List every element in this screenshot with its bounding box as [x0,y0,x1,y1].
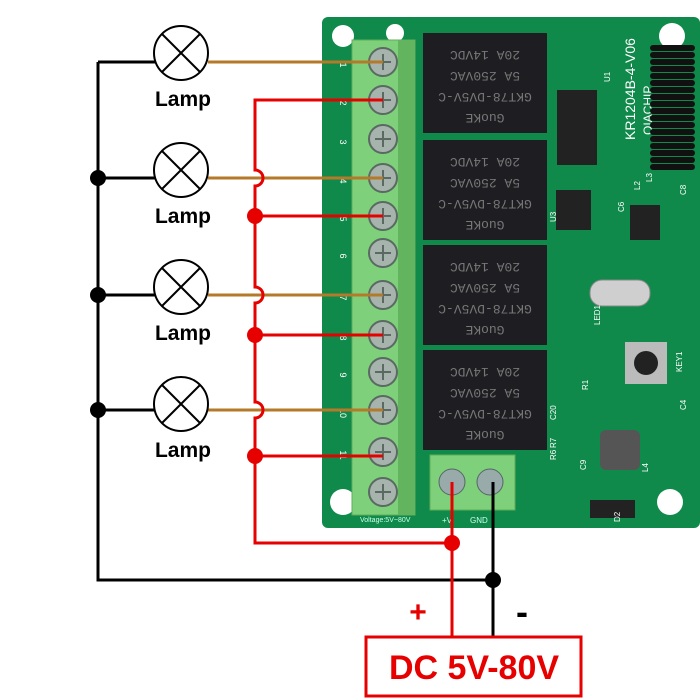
relay: 20A 14VDC 5A 250VAC GKT78-DV5V-C GuoKE [423,350,547,450]
component-label: L4 [641,463,650,472]
component-label: R7 [549,437,558,448]
component-label: C9 [579,459,588,470]
terminal-number: 6 [338,253,348,258]
relay-text: GuoKE [465,427,504,442]
component-label: R1 [581,379,590,390]
inductor [600,430,640,470]
relay-text: GKT78-DV5V-C [438,196,532,211]
relay-text: GuoKE [465,110,504,125]
terminal-number: 2 [338,100,348,105]
mount-hole [332,25,354,47]
mount-hole [659,23,685,49]
lamp-wiring [208,60,383,412]
power-supply-label: DC 5V-80V [389,649,559,687]
junction-dots [90,170,501,588]
component-label: LED1 [593,304,602,325]
ic-chip [630,205,660,240]
relay-text: 20A 14VDC [450,364,520,379]
component-label: C20 [549,405,558,420]
positive-sign: + [409,596,427,629]
mount-hole [386,24,404,42]
terminal-number: 3 [338,139,348,144]
terminal-screw-gnd[interactable] [476,468,504,496]
voltage-text: Voltage:5V~80V [360,517,411,524]
relay-text: 20A 14VDC [450,259,520,274]
lamp: Lamp [153,142,211,228]
terminal-label-gnd: GND [470,516,488,525]
power-supply-box [364,635,583,698]
board-model: KR1204B-4-V06 [622,38,638,140]
ic-chip [556,190,591,230]
crystal [589,279,651,307]
component-label: C4 [679,399,688,410]
lamp: Lamp [153,259,211,345]
diode [590,500,635,518]
relay-text: 5A 250VAC [450,175,520,190]
component-label: U3 [549,211,558,222]
relay-text: GuoKE [465,322,504,337]
antenna-coil [650,45,695,170]
mount-hole [657,489,683,515]
terminal-number: 10 [338,408,348,418]
lamp: Lamp [153,25,211,111]
relay-text: GuoKE [465,217,504,232]
relay-text: GKT78-DV5V-C [438,301,532,316]
terminal-number: 5 [338,216,348,221]
component-label: L2 [633,181,642,190]
component-label: C6 [617,201,626,212]
lamp-label: Lamp [155,322,211,345]
relay: 20A 14VDC 5A 250VAC GKT78-DV5V-C GuoKE [423,33,547,133]
component-label: KEY1 [675,351,684,372]
component-label: C8 [679,184,688,195]
component-label: L3 [645,173,654,182]
terminal-label-v: +V [442,516,453,525]
component-label: R6 [549,449,558,460]
lamp: Lamp [153,376,211,462]
relay: 20A 14VDC 5A 250VAC GKT78-DV5V-C GuoKE [423,140,547,240]
relay-text: GKT78-DV5V-C [438,406,532,421]
relay-text: 20A 14VDC [450,47,520,62]
relay-text: GKT78-DV5V-C [438,89,532,104]
terminal-number: 8 [338,335,348,340]
key1-button[interactable] [634,351,658,375]
lamp-label: Lamp [155,88,211,111]
terminal-number: 9 [338,372,348,377]
terminal-number: 4 [338,178,348,183]
negative-wiring [96,60,495,636]
positive-wiring [253,98,454,636]
relay-text: 5A 250VAC [450,385,520,400]
lamp-label: Lamp [155,439,211,462]
negative-sign: - [516,591,528,632]
relay-text: 5A 250VAC [450,68,520,83]
terminal-number: 1 [338,62,348,67]
relay-text: 20A 14VDC [450,154,520,169]
lamp-label: Lamp [155,205,211,228]
terminal-number: 12 [338,490,348,500]
mount-hole [330,489,356,515]
relay: 20A 14VDC 5A 250VAC GKT78-DV5V-C GuoKE [423,245,547,345]
component-label: U1 [603,71,612,82]
relay-text: 5A 250VAC [450,280,520,295]
component-label: D2 [613,511,622,522]
ic-chip [557,90,597,165]
terminal-number: 7 [338,295,348,300]
